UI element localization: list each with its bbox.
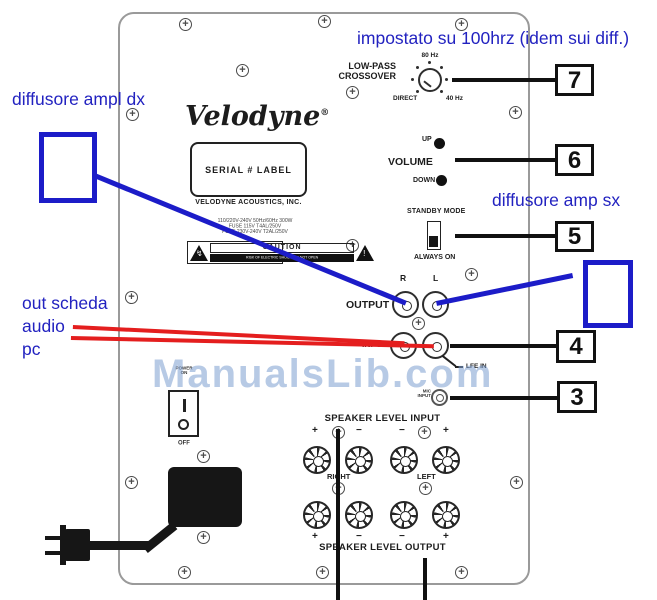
volume-up-button [434,138,445,149]
polarity-minus: − [399,425,405,436]
serial-label-text: SERIAL # LABEL [205,164,292,175]
plug-prong [45,536,61,540]
caution-warning: RISK OF ELECTRIC SHOCK. DO NOT OPEN [210,254,355,262]
speaker-input-terminal [345,446,373,474]
standby-switch [427,221,441,250]
screw-icon: + [316,566,329,579]
screw-icon: + [197,450,210,463]
leader-line-7 [452,78,555,82]
speaker-output-terminal [432,501,460,529]
speaker-level-input-title: SPEAKER LEVEL INPUT [324,413,441,424]
volume-up-label: UP [422,136,432,143]
screw-icon: + [318,15,331,28]
crossover-note: impostato su 100hrz (idem sui diff.) [357,28,630,48]
polarity-minus: − [399,531,405,542]
callout-4: 4 [556,330,596,363]
company-name: VELODYNE ACOUSTICS, INC. [195,199,302,206]
screw-icon: + [179,18,192,31]
left-speaker-box [583,260,633,328]
polarity-plus: + [443,531,449,542]
speaker-input-terminal [303,446,331,474]
output-r-label: R [400,273,407,283]
power-on-mark [183,399,186,412]
leader-line-vertical-2 [423,558,427,600]
audio-out-note: out scheda audio pc [22,293,108,359]
crossover-direct-tick: DIRECT [393,95,418,102]
right-speaker-box [39,132,97,203]
crossover-label: LOW-PASS [348,61,396,71]
electric-shock-warning-icon: ↯ [190,244,208,261]
power-off-mark [178,419,189,430]
caution-label: ↯ CAUTION RISK OF ELECTRIC SHOCK. DO NOT… [187,241,375,264]
leader-line-5 [455,234,555,238]
screw-icon: + [509,106,522,119]
polarity-plus: + [312,425,318,436]
screw-icon: + [126,108,139,121]
callout-5: 5 [555,221,594,252]
brand-logo: Velodyne® [185,101,330,132]
screw-icon: + [455,18,468,31]
power-cord-block [168,467,242,527]
power-rocker-switch [168,390,199,437]
screw-icon: + [465,268,478,281]
speaker-input-terminal [432,446,460,474]
output-l-jack [422,291,449,318]
plug-prong [45,551,61,555]
speaker-level-output-title: SPEAKER LEVEL OUTPUT [319,542,446,553]
lfe-in-label: LFE IN [466,363,487,370]
polarity-plus: + [312,531,318,542]
screw-icon: + [412,317,425,330]
crossover-40hz-tick: 40 Hz [446,95,463,102]
screw-icon: + [346,86,359,99]
power-label: POWER ON [175,365,193,375]
output-r-jack [392,291,419,318]
screw-icon: + [178,566,191,579]
polarity-plus: + [443,425,449,436]
volume-down-label: DOWN [413,177,436,184]
screw-icon: + [125,291,138,304]
right-speaker-note: diffusore ampl dx [12,89,145,109]
watermark: ManualsLib.com [152,352,494,396]
screw-icon: + [510,476,523,489]
mini-jack-label: MIC INPUT [417,388,432,398]
crossover-knob [418,68,442,92]
left-speaker-note: diffusore amp sx [492,190,621,210]
leader-line-vertical-1 [336,429,340,600]
speaker-input-terminal [390,446,418,474]
callout-3: 3 [557,381,597,413]
leader-line-4 [450,344,556,348]
leader-line-6 [455,158,555,162]
screw-icon: + [419,482,432,495]
screw-icon: + [236,64,249,77]
polarity-minus: − [356,531,362,542]
power-off-label: OFF [178,439,190,446]
speaker-output-terminal [390,501,418,529]
speaker-output-terminal [303,501,331,529]
crossover-80hz-tick: 80 Hz [421,52,439,59]
power-plug [60,525,66,565]
leader-line-3 [450,396,557,400]
callout-7: 7 [555,64,594,96]
polarity-minus: − [356,425,362,436]
power-ratings-text: 110/220V-240V 50Hz/60Hz 300W FUSE 115V T… [217,218,293,235]
screw-icon: + [197,531,210,544]
volume-down-button [436,175,447,186]
callout-6: 6 [555,144,594,176]
alert-warning-icon: ! [356,244,375,261]
volume-label: VOLUME [388,156,433,168]
serial-label-box: SERIAL # LABEL [190,142,307,197]
speaker-output-terminal [345,501,373,529]
output-l-label: L [433,273,439,283]
screw-icon: + [418,426,431,439]
speaker-left-label: LEFT [417,472,436,481]
screw-icon: + [455,566,468,579]
screw-icon: + [125,476,138,489]
standby-mode-label: STANDBY MODE [407,208,466,215]
output-label: OUTPUT [346,299,390,311]
always-on-label: ALWAYS ON [414,254,456,261]
power-cord [88,541,150,550]
mini-jack [431,389,448,406]
